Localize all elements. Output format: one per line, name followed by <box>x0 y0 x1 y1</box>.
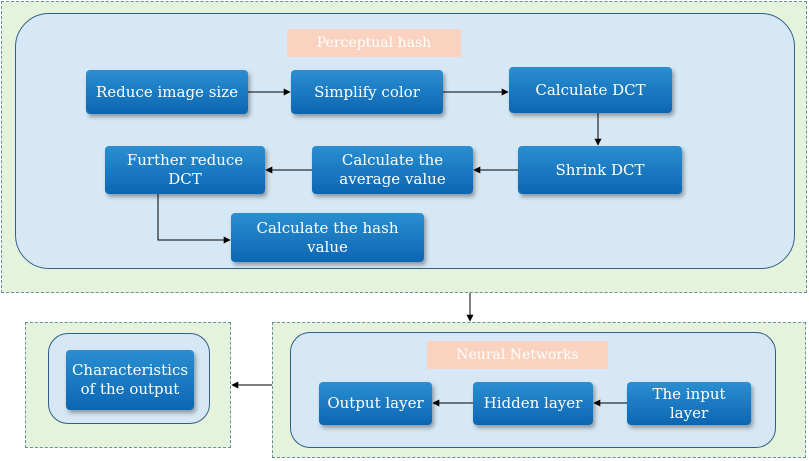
characteristics-output-node: Characteristics of the output <box>66 350 194 410</box>
shrink-dct-node: Shrink DCT <box>518 146 682 194</box>
calculate-hash-node: Calculate the hash value <box>231 213 424 262</box>
perceptual-hash-title: Perceptual hash <box>287 29 461 57</box>
simplify-color-node: Simplify color <box>291 70 443 114</box>
calculate-dct-node: Calculate DCT <box>509 67 672 113</box>
calculate-average-node: Calculate the average value <box>312 146 473 194</box>
output-layer-node: Output layer <box>319 382 432 425</box>
neural-networks-title: Neural Networks <box>427 341 608 369</box>
hidden-layer-node: Hidden layer <box>473 382 593 425</box>
input-layer-node: The input layer <box>627 382 751 425</box>
further-reduce-dct-node: Further reduce DCT <box>105 146 265 194</box>
reduce-image-size-node: Reduce image size <box>86 70 248 114</box>
